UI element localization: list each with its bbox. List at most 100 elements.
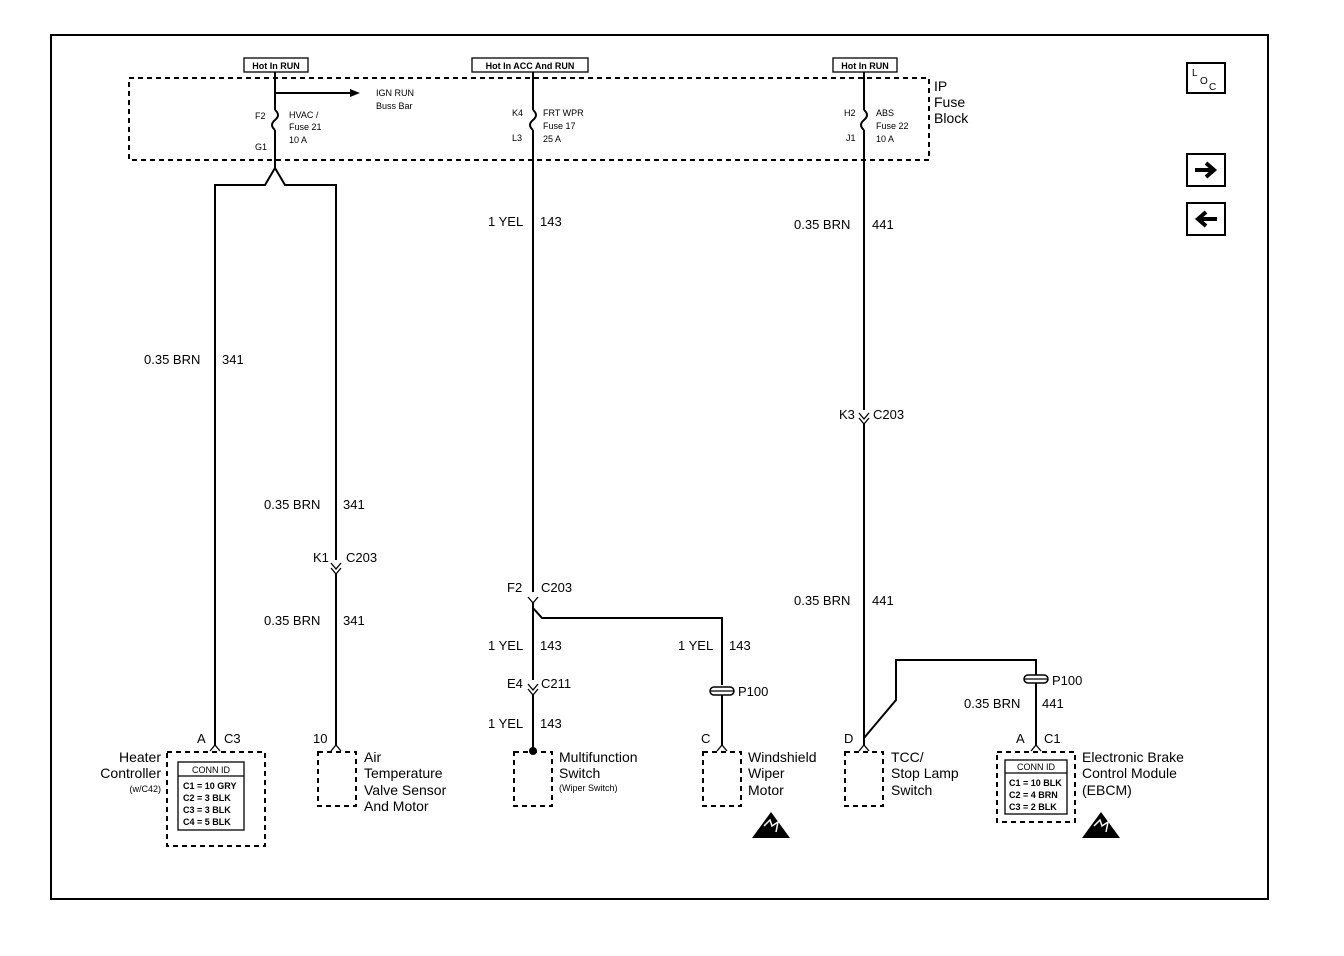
fuse2-bottom-pin: L3 bbox=[512, 133, 522, 143]
tcc-terminal-icon bbox=[858, 743, 870, 752]
fuse1-top-pin: F2 bbox=[255, 111, 266, 121]
wire-143-circuit-3: 143 bbox=[540, 716, 562, 731]
fuse2-top-pin: K4 bbox=[512, 108, 523, 118]
hot-label-2: Hot In ACC And RUN bbox=[486, 61, 575, 71]
multifunction-box bbox=[513, 751, 553, 807]
diagram-frame bbox=[50, 34, 1269, 900]
loc-icon[interactable]: L O C bbox=[1186, 62, 1226, 94]
air-temp-name-4: And Motor bbox=[364, 798, 429, 814]
air-temp-terminal-icon bbox=[330, 743, 342, 752]
wire-341-size-1: 0.35 BRN bbox=[144, 352, 200, 367]
fuse3-bottom-pin: J1 bbox=[846, 133, 856, 143]
tcc-box bbox=[844, 751, 884, 807]
wire-441-circuit-2: 441 bbox=[872, 593, 894, 608]
hot-label-1: Hot In RUN bbox=[252, 61, 300, 71]
p100-wiper-label: P100 bbox=[738, 684, 768, 699]
wire-441-size-3: 0.35 BRN bbox=[964, 696, 1020, 711]
fuse-block-label-2: Fuse bbox=[934, 94, 965, 110]
wire-143-circuit-1: 143 bbox=[540, 214, 562, 229]
fuse1-amps: 10 A bbox=[289, 135, 307, 145]
wire-341-branches bbox=[214, 166, 337, 745]
wire-143-circuit-2: 143 bbox=[540, 638, 562, 653]
next-page-arrow-icon[interactable] bbox=[1186, 153, 1226, 187]
svg-text:C: C bbox=[1209, 82, 1216, 93]
heater-conn-id-table bbox=[177, 761, 245, 831]
ebcm-name-3: (EBCM) bbox=[1082, 782, 1132, 798]
fuse-17 bbox=[529, 72, 537, 592]
ip-fuse-block-box bbox=[128, 77, 930, 161]
ebcm-conn: C1 bbox=[1044, 731, 1061, 746]
tcc-name-3: Switch bbox=[891, 782, 932, 798]
esd-warning-icon bbox=[1082, 812, 1120, 838]
k3-c203-connector-icon bbox=[858, 412, 870, 421]
heater-conn-id-title: CONN ID bbox=[192, 765, 231, 775]
multifunction-name-2: Switch bbox=[559, 765, 600, 781]
e4-conn: C211 bbox=[541, 676, 571, 691]
fuse2-amps: 25 A bbox=[543, 134, 561, 144]
wiper-terminal-icon bbox=[716, 743, 728, 752]
heater-conn-row-3: C3 = 3 BLK bbox=[183, 805, 231, 815]
e4-c211-connector-icon bbox=[527, 683, 539, 692]
ebcm-name-2: Control Module bbox=[1082, 765, 1177, 781]
heater-conn-row-4: C4 = 5 BLK bbox=[183, 817, 231, 827]
wire-441-to-ebcm bbox=[863, 659, 1037, 739]
wire-341-size-3: 0.35 BRN bbox=[264, 613, 320, 628]
tcc-pin: D bbox=[844, 731, 853, 746]
wire-143-size-4: 1 YEL bbox=[678, 638, 713, 653]
hot-label-box-2 bbox=[471, 57, 589, 73]
f2-c203-connector-icon bbox=[527, 596, 539, 605]
fuse1-fuse: Fuse 21 bbox=[289, 122, 322, 132]
air-temp-name-3: Valve Sensor bbox=[364, 782, 447, 798]
wire-143-size-1: 1 YEL bbox=[488, 214, 523, 229]
heater-conn-row-1: C1 = 10 GRY bbox=[183, 781, 236, 791]
p100-wiper-splice-icon bbox=[709, 686, 735, 696]
k1-pin: K1 bbox=[313, 550, 329, 565]
air-temp-name-1: Air bbox=[364, 749, 381, 765]
fuse-22 bbox=[860, 72, 868, 410]
wire-341-circuit-3: 341 bbox=[343, 613, 365, 628]
fuse-block-label-1: IP bbox=[934, 78, 947, 94]
f2-conn: C203 bbox=[541, 580, 572, 595]
heater-pin: A bbox=[197, 731, 206, 746]
wire-143-size-3: 1 YEL bbox=[488, 716, 523, 731]
e4-pin: E4 bbox=[507, 676, 523, 691]
esd-warning-icon bbox=[752, 812, 790, 838]
heater-name-1: Heater bbox=[119, 749, 161, 765]
bus-label-1: IGN RUN bbox=[376, 88, 414, 98]
bus-label-2: Buss Bar bbox=[376, 101, 413, 111]
hot-label-3: Hot In RUN bbox=[841, 61, 889, 71]
svg-text:O: O bbox=[1200, 76, 1208, 87]
fuse2-fuse: Fuse 17 bbox=[543, 121, 576, 131]
heater-terminal-icon bbox=[209, 743, 221, 752]
heater-name-2: Controller bbox=[100, 765, 161, 781]
k3-pin: K3 bbox=[839, 407, 855, 422]
f2-pin: F2 bbox=[507, 580, 522, 595]
wiper-pin: C bbox=[701, 731, 710, 746]
wire-441-circuit-3: 441 bbox=[1042, 696, 1064, 711]
wire-341-size-2: 0.35 BRN bbox=[264, 497, 320, 512]
wiper-name-3: Motor bbox=[748, 782, 784, 798]
k1-c203-connector-icon bbox=[330, 562, 342, 571]
ebcm-conn-id-title: CONN ID bbox=[1017, 762, 1056, 772]
fuse1-name: HVAC / bbox=[289, 110, 319, 120]
multifunction-note: (Wiper Switch) bbox=[559, 783, 618, 793]
wiper-name-1: Windshield bbox=[748, 749, 816, 765]
wiper-name-2: Wiper bbox=[748, 765, 785, 781]
fuse3-name: ABS bbox=[876, 108, 894, 118]
tcc-name-2: Stop Lamp bbox=[891, 765, 959, 781]
k3-conn: C203 bbox=[873, 407, 904, 422]
fuse-block-label-3: Block bbox=[934, 110, 969, 126]
buss-bar-arrow-icon bbox=[350, 89, 360, 97]
heater-note: (w/C42) bbox=[129, 784, 161, 794]
wiper-motor-box bbox=[702, 751, 742, 807]
fuse3-fuse: Fuse 22 bbox=[876, 121, 909, 131]
prev-page-arrow-icon[interactable] bbox=[1186, 202, 1226, 236]
ebcm-box bbox=[996, 751, 1076, 823]
svg-text:L: L bbox=[1192, 68, 1198, 79]
ebcm-conn-row-2: C2 = 4 BRN bbox=[1009, 790, 1058, 800]
ebcm-pin: A bbox=[1016, 731, 1025, 746]
wire-143-circuit-4: 143 bbox=[729, 638, 751, 653]
air-temp-pin: 10 bbox=[313, 731, 327, 746]
fuse3-amps: 10 A bbox=[876, 134, 894, 144]
wire-143-size-2: 1 YEL bbox=[488, 638, 523, 653]
